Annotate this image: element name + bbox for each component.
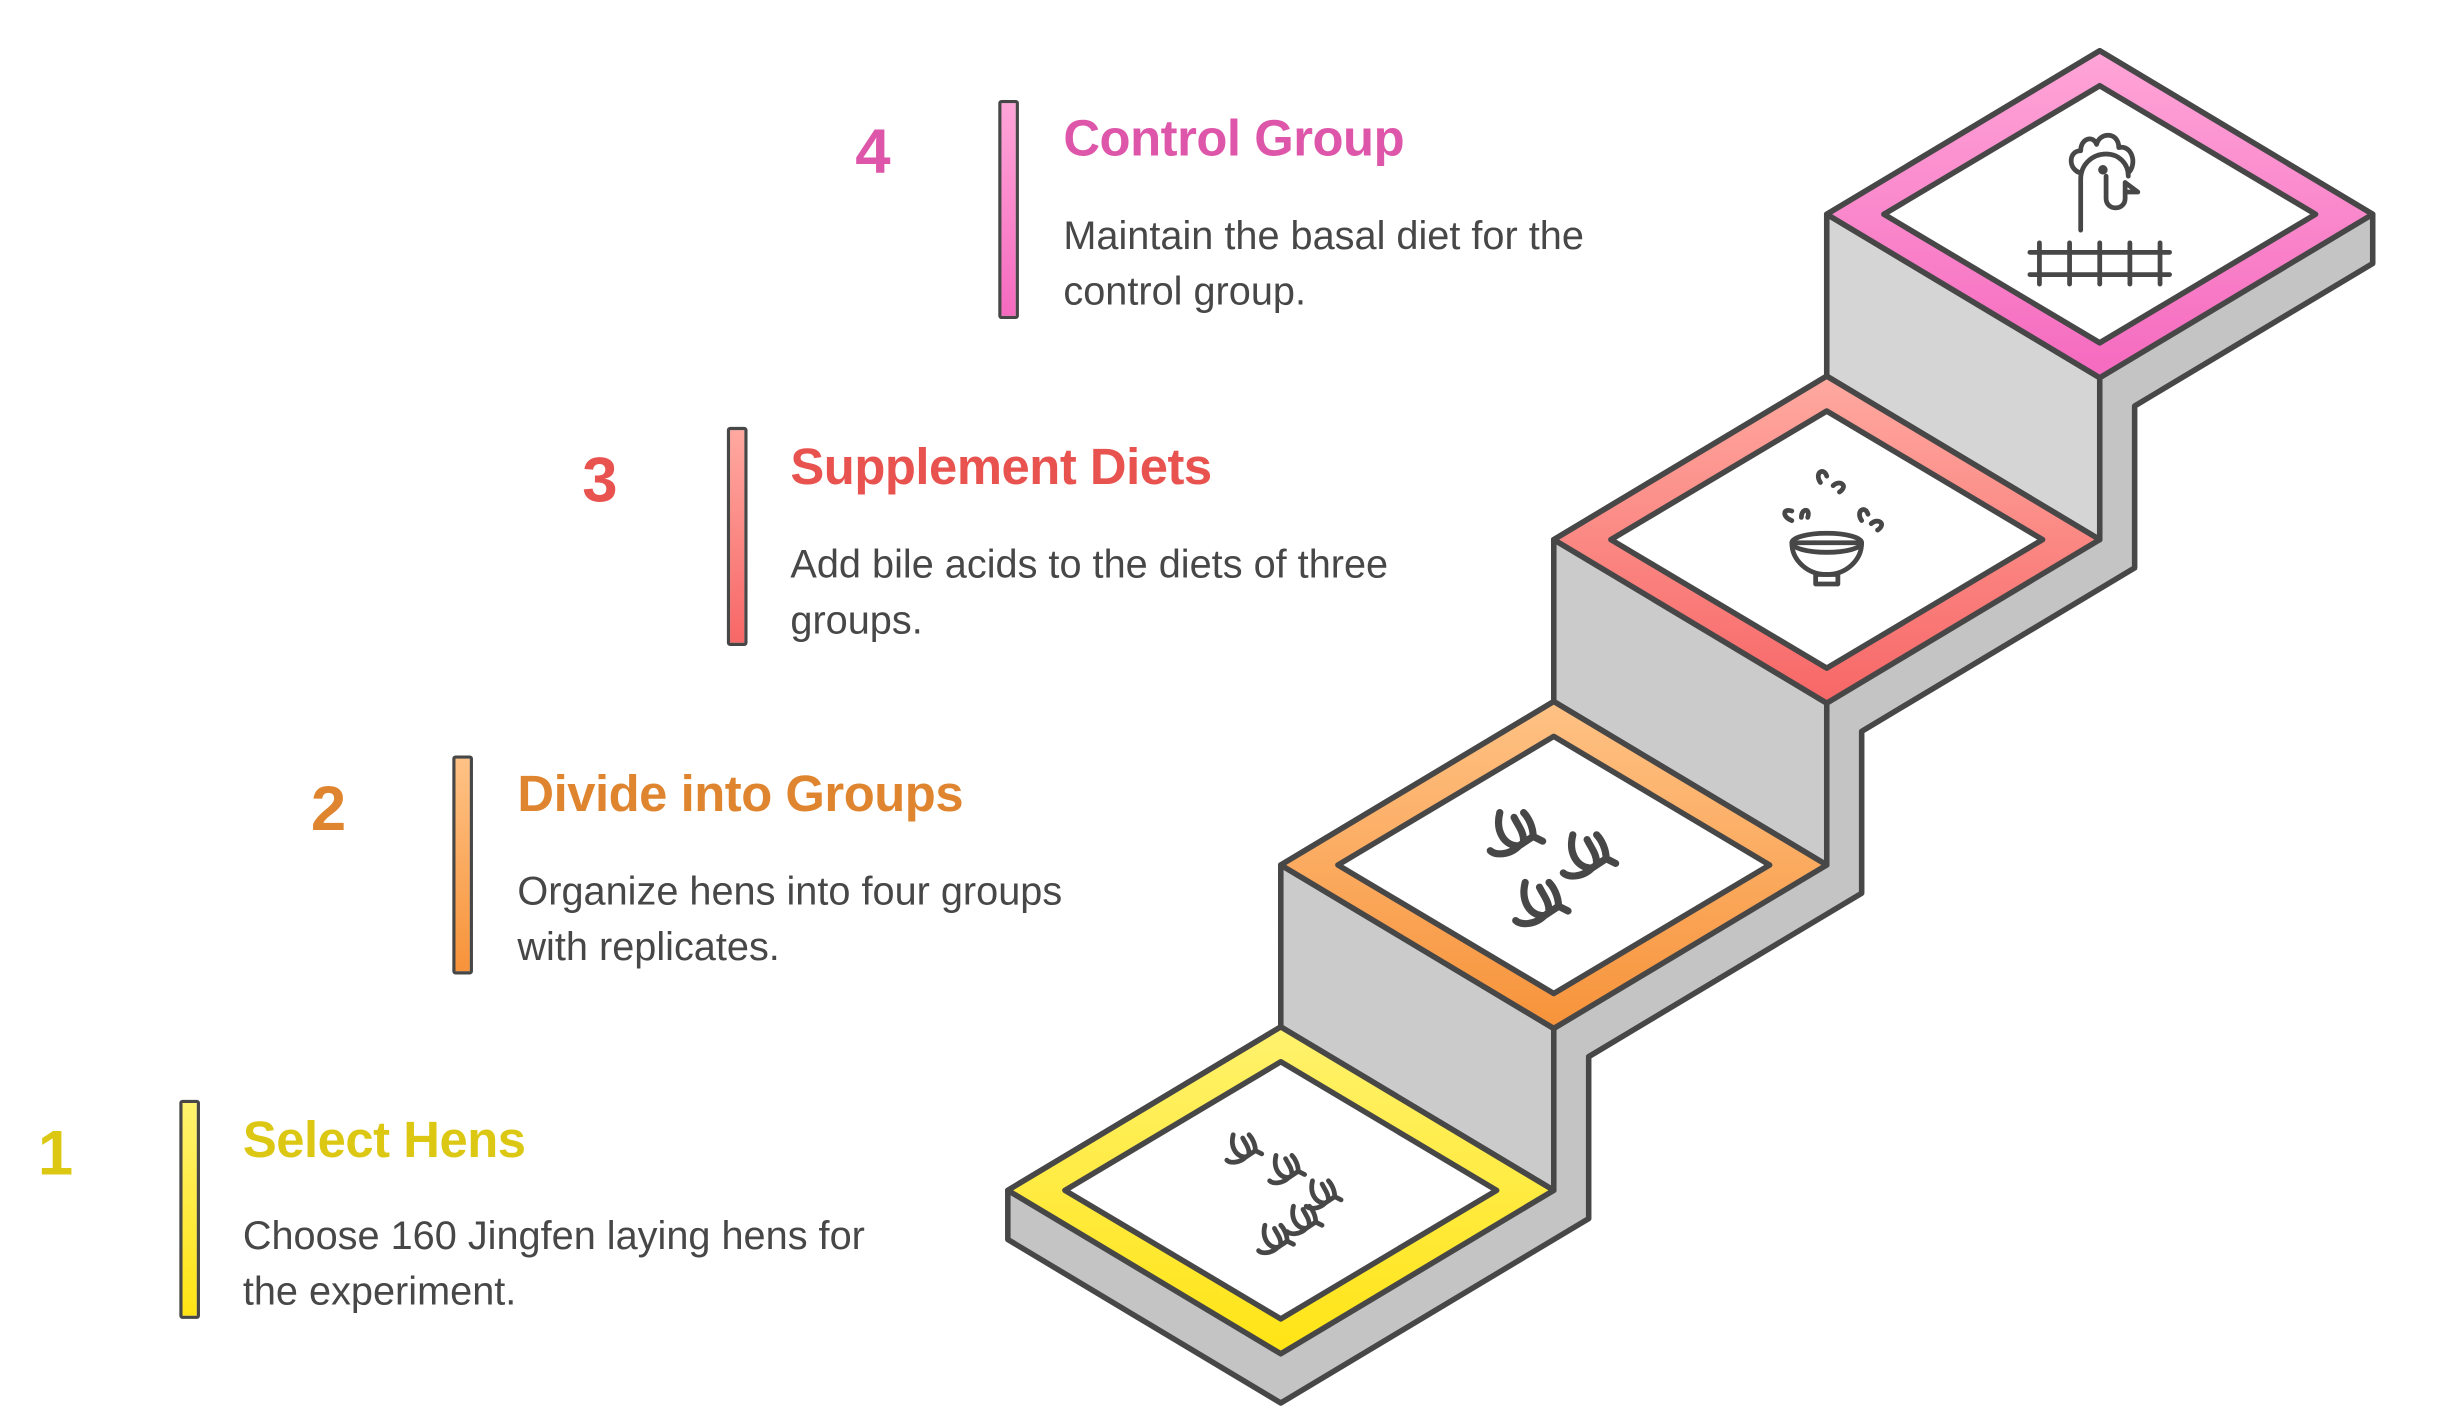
step-number: 1 bbox=[37, 1118, 74, 1189]
step-4-platform-inner bbox=[1881, 82, 2319, 346]
step-number: 3 bbox=[582, 445, 618, 516]
bowl-seeds-icon bbox=[1782, 469, 1884, 587]
step-3-platform-inner bbox=[1608, 408, 2046, 671]
birds-flock-icon bbox=[1224, 1132, 1344, 1256]
description-line: groups. bbox=[790, 598, 923, 643]
step-description: Add bile acids to the diets of three gro… bbox=[790, 538, 1388, 649]
step-number: 2 bbox=[310, 774, 347, 845]
description-line: Add bile acids to the diets of three bbox=[790, 542, 1389, 588]
step-title: Divide into Groups bbox=[517, 764, 964, 823]
step-title: Control Group bbox=[1063, 109, 1405, 167]
description-line: the experiment. bbox=[242, 1269, 517, 1315]
birds-groups-icon bbox=[1486, 809, 1620, 928]
step-title: Select Hens bbox=[242, 1110, 526, 1169]
step-description: Organize hens into four groups with repl… bbox=[517, 865, 1062, 976]
step-number: 4 bbox=[855, 117, 891, 188]
step-2-platform-inner bbox=[1335, 733, 1773, 997]
step-description: Maintain the basal diet for the control … bbox=[1063, 209, 1584, 320]
description-line: Choose 160 Jingfen laying hens for bbox=[242, 1214, 865, 1259]
chicken-fence-icon bbox=[2027, 132, 2172, 287]
step-1-platform-inner bbox=[1062, 1058, 1500, 1322]
step-description: Choose 160 Jingfen laying hens for the e… bbox=[243, 1209, 865, 1320]
step-accent-bar bbox=[998, 99, 1019, 320]
description-line: control group. bbox=[1063, 269, 1306, 315]
description-line: with replicates. bbox=[517, 925, 780, 970]
step-accent-bar bbox=[452, 755, 473, 975]
step-accent-bar bbox=[179, 1099, 200, 1319]
step-accent-bar bbox=[726, 426, 748, 646]
step-title: Supplement Diets bbox=[790, 438, 1212, 496]
description-line: Organize hens into four groups bbox=[517, 869, 1063, 915]
description-line: Maintain the basal diet for the bbox=[1063, 214, 1584, 259]
